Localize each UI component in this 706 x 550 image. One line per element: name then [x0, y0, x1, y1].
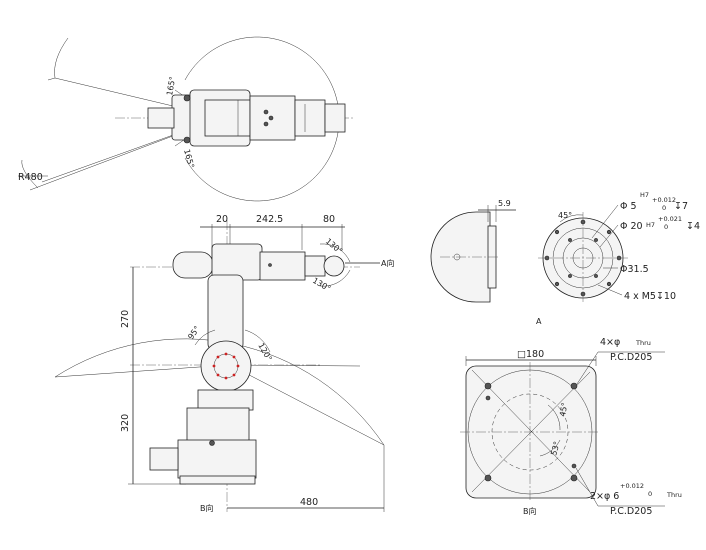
side-base-upper	[186, 407, 250, 443]
angle-130-upper-label: 130°	[324, 237, 345, 256]
top-tool-flange	[147, 107, 175, 129]
phi20-label: Φ 20	[620, 221, 643, 232]
base-bolt-holes	[484, 382, 578, 482]
angle-95-label: 95°	[186, 324, 202, 341]
phi20-depth: ↧4	[686, 221, 700, 232]
dim-242-5-label: 242.5	[256, 214, 283, 225]
dim-20-label: 20	[216, 214, 228, 225]
side-shoulder-joint	[200, 340, 252, 392]
phi5-depth: ↧7	[674, 201, 688, 212]
view-b-arrow: B向	[200, 503, 214, 513]
pcd-bottom-label: P.C.D205	[610, 506, 652, 517]
dim-80-label: 80	[323, 214, 335, 225]
phi5-label: Φ 5	[620, 201, 637, 212]
phi5-tol-grade: H7	[640, 191, 649, 199]
side-view: 270 320 20 242.5 80 480 B向	[54, 214, 394, 513]
side-waist	[197, 389, 254, 411]
flange-view-label: A	[536, 317, 542, 326]
phi20-tol-grade: H7	[646, 221, 655, 229]
dim-480-label: 480	[300, 497, 318, 508]
square-label: □180	[517, 349, 544, 360]
top-motor-block	[204, 99, 251, 137]
base-angle-45-label: 45°	[558, 402, 569, 418]
flange-holes	[544, 219, 622, 297]
top-angle-upper-label: 165°	[165, 76, 177, 97]
flange-detail: 5.9 45° Φ 5 H7 +0.012 0 ↧7 Φ 20 H7 +0.02…	[430, 191, 700, 326]
view-a-arrow: A向	[381, 258, 394, 268]
side-wrist-flange	[323, 255, 345, 277]
phi5-tol-lower: 0	[662, 204, 666, 212]
shoulder-bolt-circle	[212, 352, 240, 380]
top-wrist-flange	[324, 103, 346, 133]
side-base-plate	[179, 475, 256, 485]
side-upper-arm	[207, 274, 244, 351]
side-rear-housing	[172, 251, 214, 279]
pcd-top-label: P.C.D205	[610, 352, 652, 363]
phi20-tol-lower: 0	[664, 223, 668, 231]
phi20-tol-upper: +0.021	[658, 215, 682, 223]
base-angle-53-label: 53°	[549, 440, 561, 456]
dim-320-label: 320	[120, 414, 131, 432]
base-view-label: B向	[523, 506, 537, 516]
holes-2-tol-upper: +0.012	[620, 482, 644, 490]
top-wrist-housing	[294, 99, 326, 137]
holes-4-thru: Thru	[635, 339, 651, 347]
phi5-tol-upper: +0.012	[652, 196, 676, 204]
phi31-5-label: Φ31.5	[620, 264, 649, 275]
m5-label: 4 x M5↧10	[624, 291, 676, 302]
angle-120-label: 120°	[256, 342, 273, 363]
radius-label: R480	[18, 172, 43, 183]
flange-angle-label: 45°	[558, 211, 572, 220]
holes-2-label: 2×φ 6	[590, 491, 619, 502]
dim-270-label: 270	[120, 310, 131, 328]
angle-130-lower-label: 130°	[311, 276, 332, 293]
top-angle-lower-label: 165°	[182, 148, 196, 169]
holes-2-thru: Thru	[666, 491, 682, 499]
dim-5-9-label: 5.9	[498, 199, 511, 208]
holes-2-tol-lower: 0	[648, 490, 652, 498]
base-view: □180 45° 53° 4×φ Thru P.C.D205 +0.012 2×…	[460, 337, 682, 517]
top-view: 165° 165° R480	[18, 36, 355, 202]
top-joint-housing	[171, 94, 193, 141]
holes-4-label: 4×φ	[600, 337, 620, 348]
side-wrist	[304, 255, 326, 277]
side-base	[177, 439, 257, 479]
side-connector	[149, 447, 179, 471]
side-forearm	[259, 251, 306, 281]
